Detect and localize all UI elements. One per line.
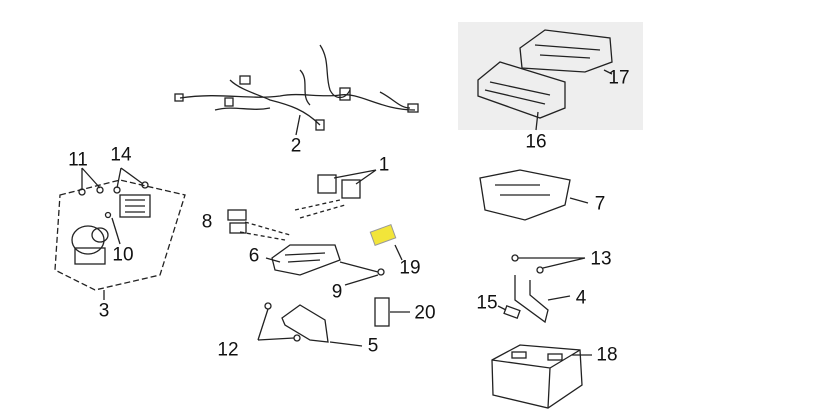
callout-8: 8: [201, 211, 213, 233]
relay-parts: [294, 169, 377, 219]
callout-2: 2: [290, 135, 302, 157]
callout-19: 19: [399, 257, 421, 279]
callout-12: 12: [217, 339, 239, 361]
wiring-harness: [174, 44, 419, 131]
callout-6: 6: [248, 245, 260, 267]
battery-bracket: [497, 254, 586, 324]
callout-5: 5: [367, 335, 379, 357]
fuse-puller: [374, 297, 390, 327]
callout-18: 18: [596, 344, 618, 366]
fuse: [369, 224, 403, 261]
fuse-holder: [227, 209, 385, 286]
bracket-7: [479, 169, 589, 221]
callout-7: 7: [594, 193, 606, 215]
callout-20: 20: [414, 302, 436, 324]
callout-1: 1: [378, 154, 390, 176]
callout-10: 10: [112, 244, 134, 266]
callout-11: 11: [68, 149, 88, 171]
callout-4: 4: [575, 287, 587, 309]
switch-assembly: [54, 167, 186, 300]
callout-9: 9: [331, 281, 343, 303]
callout-15: 15: [476, 292, 498, 314]
bracket-5: [257, 302, 363, 347]
callout-16: 16: [525, 131, 547, 153]
ecu-panel: [458, 22, 643, 130]
callout-14: 14: [110, 144, 132, 166]
callout-3: 3: [98, 300, 110, 322]
callout-17: 17: [608, 67, 630, 89]
battery: [491, 344, 592, 409]
callout-13: 13: [590, 248, 612, 270]
ecu-parts: [477, 29, 613, 131]
